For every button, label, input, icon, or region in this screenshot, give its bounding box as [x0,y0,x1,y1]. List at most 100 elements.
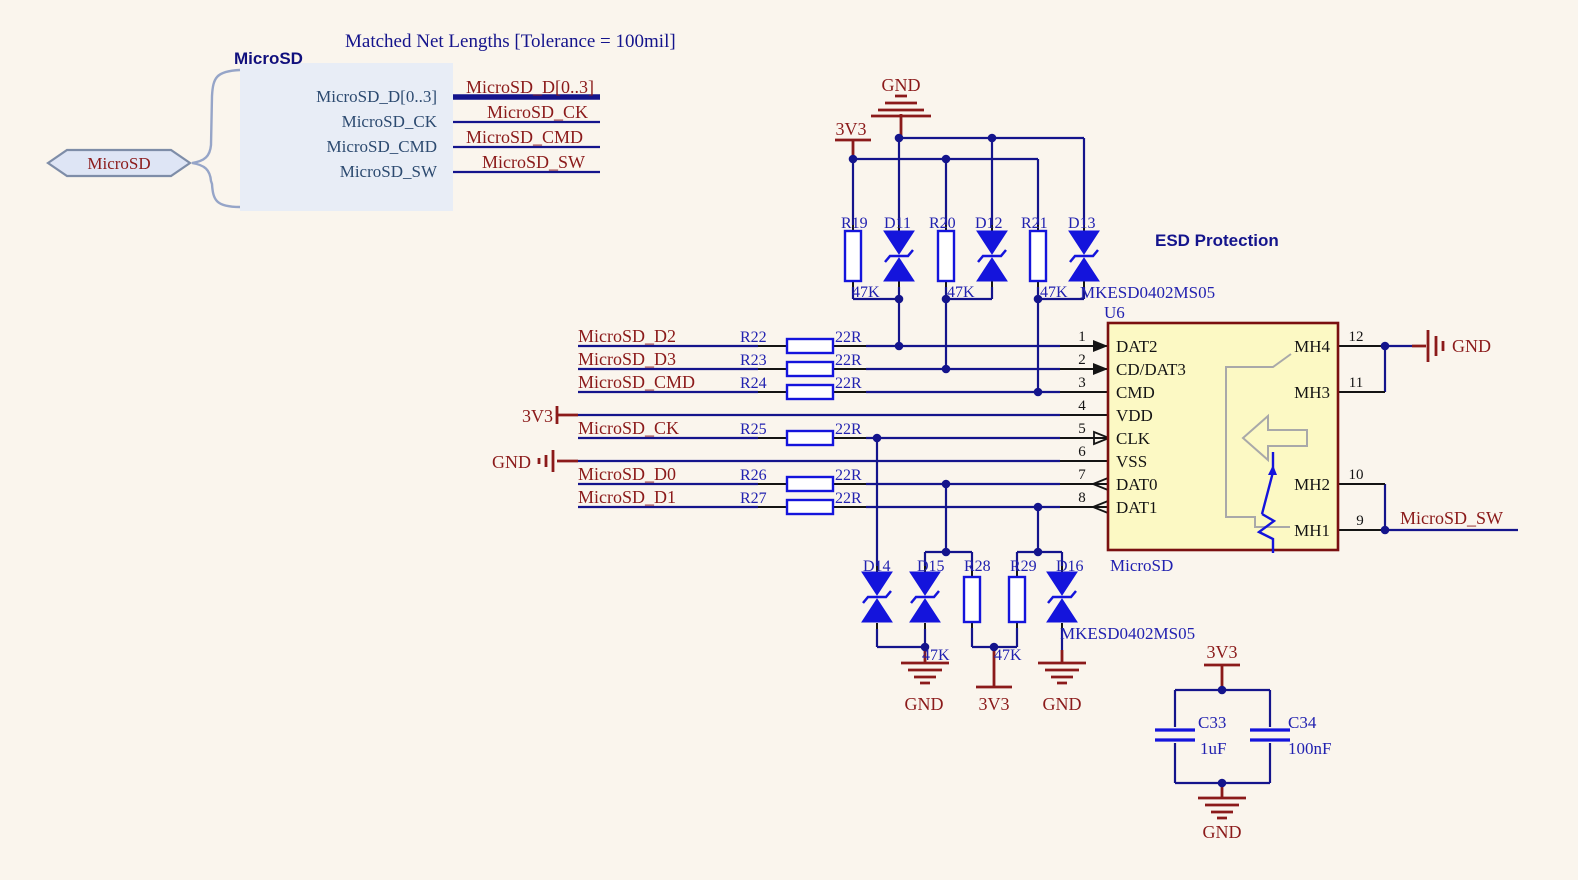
ref-c34[interactable]: C34 [1288,713,1317,732]
ref-r23[interactable]: R23 [740,352,767,369]
port-microsd[interactable] [46,148,192,178]
ref-r22[interactable]: R22 [740,329,767,346]
pin-stubs [758,225,1385,629]
value-r26[interactable]: 22R [835,467,862,484]
value-c33[interactable]: 1uF [1200,739,1226,758]
net-label-d2[interactable]: MicroSD_D2 [578,326,676,346]
pin-num-3: 3 [1078,375,1086,391]
ic-comment[interactable]: MicroSD [1110,556,1173,575]
ref-d14[interactable]: D14 [863,558,891,575]
pin-num-8: 8 [1078,490,1086,506]
esd-protection-heading[interactable]: ESD Protection [1155,231,1279,250]
net-label-cmd-top[interactable]: MicroSD_CMD [466,127,583,147]
value-c34[interactable]: 100nF [1288,739,1331,758]
pin-name-vdd: VDD [1116,406,1153,425]
resistor-r28 [962,575,982,624]
gnd-label-caps[interactable]: GND [1203,822,1242,842]
sheet-entry-ck[interactable]: MicroSD_CK [342,112,438,131]
gnd-label-mh4[interactable]: GND [1452,336,1491,356]
net-label-ck-top[interactable]: MicroSD_CK [487,102,588,122]
gnd-symbol-mh4 [1412,330,1445,362]
gnd-label-bottom1[interactable]: GND [905,694,944,714]
resistor-r26 [785,475,835,493]
value-r29[interactable]: 47K [994,647,1022,664]
net-label-cmd[interactable]: MicroSD_CMD [578,372,695,392]
value-r20[interactable]: 47K [947,284,975,301]
wire-top-rails [853,136,1084,161]
sheet-entry-sw[interactable]: MicroSD_SW [340,162,438,181]
matched-length-note[interactable]: Matched Net Lengths [Tolerance = 100mil] [345,31,676,52]
resistor-r29 [1007,575,1027,624]
value-r19[interactable]: 47K [852,284,880,301]
ref-r21[interactable]: R21 [1021,215,1048,232]
v33-label-bottom[interactable]: 3V3 [979,694,1010,714]
net-label-d1[interactable]: MicroSD_D1 [578,487,676,507]
ref-d11[interactable]: D11 [884,215,911,232]
ic-u6[interactable] [1106,321,1340,553]
resistors-series[interactable] [785,337,835,516]
v33-label-caps[interactable]: 3V3 [1207,642,1238,662]
value-r27[interactable]: 22R [835,490,862,507]
sheet-symbol-brace [191,68,241,209]
ref-r19[interactable]: R19 [841,215,868,232]
diode-d13 [1067,229,1101,283]
ref-d16[interactable]: D16 [1056,558,1084,575]
ref-r24[interactable]: R24 [740,375,767,392]
card-detect-switch-icon [1256,452,1277,553]
part-top[interactable]: MKESD0402MS05 [1080,283,1215,302]
value-r23[interactable]: 22R [835,352,862,369]
net-label-sw-top[interactable]: MicroSD_SW [482,152,585,172]
net-label-ck[interactable]: MicroSD_CK [578,418,679,438]
gnd-label-top[interactable]: GND [882,75,921,95]
gnd-symbol-d16 [1038,650,1086,685]
gnd-symbol-top [871,94,931,138]
ref-r27[interactable]: R27 [740,490,767,507]
capacitors[interactable] [1155,728,1290,742]
part-bottom[interactable]: MKESD0402MS05 [1060,624,1195,643]
ref-r20[interactable]: R20 [929,215,956,232]
wires[interactable] [447,94,1518,785]
sheet-entry-d[interactable]: MicroSD_D[0..3] [316,87,437,106]
resistor-r24 [785,383,835,401]
ref-c33[interactable]: C33 [1198,713,1226,732]
pin-num-9: 9 [1356,513,1364,529]
value-r21[interactable]: 47K [1040,284,1068,301]
gnd-symbol-caps [1198,783,1246,820]
v33-label-vdd[interactable]: 3V3 [522,406,553,426]
gnd-label-bottom2[interactable]: GND [1043,694,1082,714]
pin-num-6: 6 [1078,444,1086,460]
port-label[interactable]: MicroSD [87,154,150,173]
ref-r26[interactable]: R26 [740,467,767,484]
ref-d12[interactable]: D12 [975,215,1003,232]
sheet-entry-cmd[interactable]: MicroSD_CMD [326,137,437,156]
value-r22[interactable]: 22R [835,329,862,346]
resistors-top[interactable] [843,229,1048,283]
capacitor-c33 [1155,728,1195,742]
wire-top-verticals [851,138,1086,225]
pin-num-5: 5 [1078,421,1086,437]
capacitor-c34 [1250,728,1290,742]
resistor-r21 [1028,229,1048,283]
net-label-d0[interactable]: MicroSD_D0 [578,464,676,484]
gnd-label-vss[interactable]: GND [492,452,531,472]
resistors-bottom[interactable] [962,575,1027,624]
net-label-bus-d[interactable]: MicroSD_D[0..3] [466,77,594,97]
sheet-symbol-title[interactable]: MicroSD [234,49,303,68]
v33-label-top[interactable]: 3V3 [836,119,867,139]
ic-ref[interactable]: U6 [1104,303,1125,322]
ref-r29[interactable]: R29 [1010,558,1037,575]
ref-d15[interactable]: D15 [917,558,945,575]
wire-top-ties [851,287,1086,301]
ref-r28[interactable]: R28 [964,558,991,575]
pin-num-4: 4 [1078,398,1086,414]
sheet-symbol-body[interactable] [240,63,453,211]
value-r28[interactable]: 47K [922,647,950,664]
ref-d13[interactable]: D13 [1068,215,1096,232]
net-label-d3[interactable]: MicroSD_D3 [578,349,676,369]
value-r25[interactable]: 22R [835,421,862,438]
pin-name-mh4: MH4 [1294,337,1330,356]
ref-r25[interactable]: R25 [740,421,767,438]
net-label-sw[interactable]: MicroSD_SW [1400,508,1503,528]
value-r24[interactable]: 22R [835,375,862,392]
